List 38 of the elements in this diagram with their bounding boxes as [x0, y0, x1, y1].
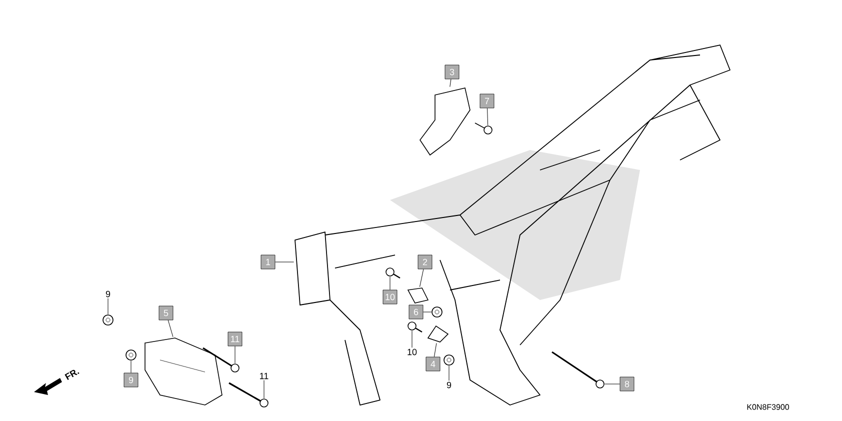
nut-drawing	[126, 350, 136, 360]
collar-drawing	[432, 306, 442, 318]
callout-number: 9	[104, 290, 112, 298]
callout-box: 7	[480, 94, 494, 108]
bracket-drawing	[420, 88, 470, 156]
callout-box: 10	[382, 290, 398, 304]
leader-line	[448, 365, 450, 381]
part-code: K0N8F3900	[747, 404, 790, 410]
leader-line	[434, 342, 437, 358]
callout-box: 11	[228, 332, 242, 346]
leader-line	[234, 346, 236, 364]
head-tube-drawing	[294, 232, 330, 306]
bolt-drawing	[228, 382, 268, 408]
leader-line	[168, 320, 174, 338]
callout-box: 6	[408, 304, 424, 320]
callout-box: 8	[620, 376, 634, 392]
callout-box: 5	[158, 306, 174, 320]
nut-drawing	[102, 314, 114, 326]
callout-number: 9	[446, 380, 452, 390]
callout-box: 2	[418, 254, 432, 270]
callout-box: 4	[426, 356, 440, 372]
direction-label: FR.	[64, 370, 80, 380]
nut-drawing	[444, 354, 454, 366]
callout-number: 10	[406, 348, 418, 356]
leader-line	[450, 78, 452, 88]
leader-line	[487, 108, 488, 126]
bolt-drawing	[408, 322, 422, 333]
bolt-drawing	[202, 347, 240, 372]
callout-box: 3	[444, 64, 460, 80]
plate-drawing	[144, 338, 222, 406]
leader-line	[130, 360, 132, 374]
bolt-drawing	[386, 268, 400, 279]
callout-box: 9	[124, 372, 138, 388]
leader-line	[420, 268, 424, 288]
bolt-drawing	[552, 351, 604, 388]
callout-number: 11	[258, 372, 270, 380]
bolt-drawing	[474, 122, 492, 134]
callout-box: 1	[260, 254, 276, 270]
